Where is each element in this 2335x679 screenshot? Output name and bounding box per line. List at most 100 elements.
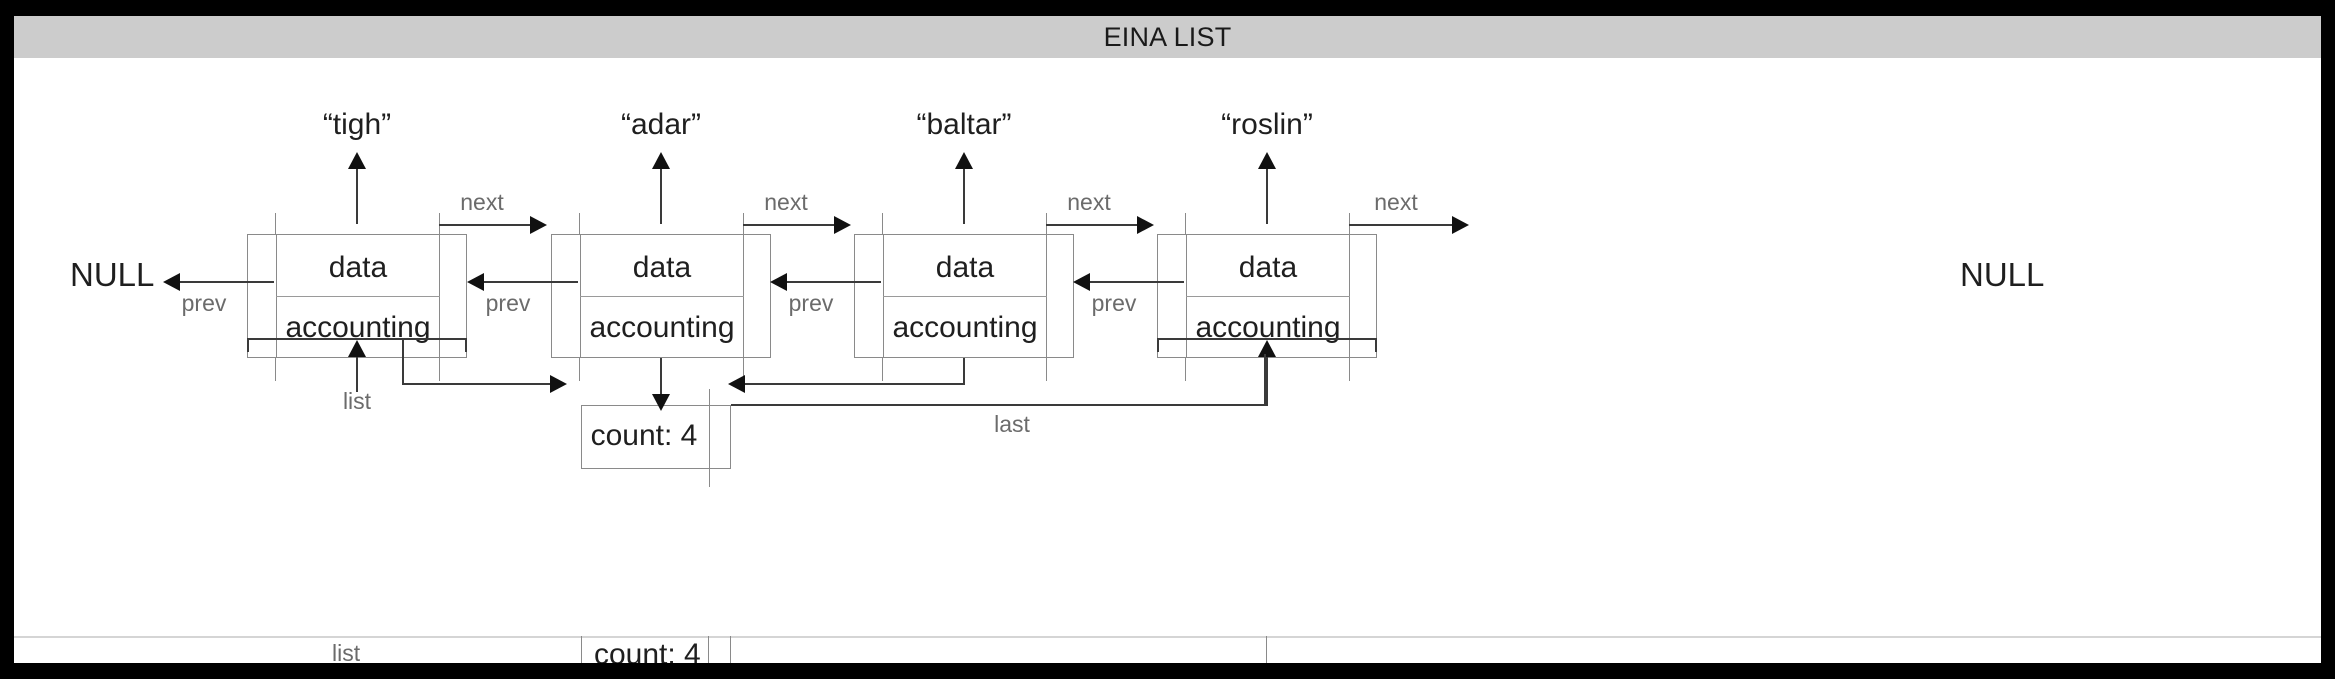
list-arrow-shaft [356,354,358,392]
list-bracket-left-tick [247,338,249,352]
next-pointer-label-1: next [460,189,504,215]
data-arrow-shaft-1 [356,166,358,224]
count-incoming-head [652,394,670,411]
list-arrow-head [348,340,366,357]
window-titlebar: EINA LIST [14,16,2321,58]
application-window: EINA LIST NULL NULL “tigh” “adar” “balta… [14,16,2321,663]
node-divider-stub-bottom-right [438,357,440,381]
node-row-divider [883,296,1047,297]
next-arrow-head-4 [1452,216,1469,234]
next-pointer-label-4: next [1374,189,1418,215]
node-divider-stub-bottom-left [274,357,276,381]
strip-box-edge-right [730,636,731,663]
node-row-divider [580,296,744,297]
prev-arrow-shaft-2 [484,281,578,283]
node-divider-stub-top-left [578,213,580,235]
head-null-label: NULL [70,256,155,293]
prev-pointer-label-1: prev [181,290,227,316]
node-row-divider [1186,296,1350,297]
strip-separator [14,636,2321,638]
list-bracket-top [247,338,467,340]
node3-count-shaft-horizontal [745,383,965,385]
count-box-divider [708,389,710,487]
node3-count-head [728,375,745,393]
next-arrow-shaft-3 [1046,224,1139,226]
data-arrow-head-4 [1258,152,1276,169]
strip-node4-edge [1266,636,1267,663]
next-arrow-shaft-4 [1349,224,1454,226]
last-pointer-label: last [994,411,1030,437]
node-string-label-1: “tigh” [322,108,392,141]
node-row-divider [276,296,440,297]
node-accounting-label: accounting [892,311,1038,344]
node-divider-stub-bottom-left [881,357,883,381]
next-pointer-label-2: next [764,189,808,215]
node-data-label: data [935,251,995,284]
node-data-label: data [632,251,692,284]
prev-pointer-label-4: prev [1091,290,1137,316]
next-arrow-head-3 [1137,216,1154,234]
data-arrow-shaft-3 [963,166,965,224]
list-node-4[interactable]: data accounting [1157,213,1377,381]
cut-off-diagram-strip: list count: 4 [14,636,2321,663]
node-cell-frame [883,233,1047,358]
node-data-label: data [1238,251,1298,284]
node-string-label-3: “baltar” [916,108,1012,141]
strip-count-label: count: 4 [594,638,701,663]
prev-arrow-head-2 [467,273,484,291]
list-node-2[interactable]: data accounting [551,213,771,381]
node-divider-stub-bottom-left [1184,357,1186,381]
last-edge-vertical [1264,354,1266,406]
data-arrow-head-2 [652,152,670,169]
strip-box-edge-left [581,636,582,663]
list-edge-horizontal [402,383,552,385]
count-incoming-shaft [660,358,662,396]
last-edge-horizontal [731,404,1266,406]
list-edge-head [550,375,567,393]
list-edge-vertical [402,338,404,385]
node3-count-shaft-vertical [963,358,965,383]
prev-arrow-head-4 [1073,273,1090,291]
prev-pointer-label-3: prev [788,290,834,316]
strip-box-edge-mid [708,636,709,663]
next-pointer-label-3: next [1067,189,1111,215]
last-arrow-head [1258,340,1276,357]
prev-arrow-head-3 [770,273,787,291]
node-string-label-2: “adar” [620,108,702,141]
diagram-canvas: NULL NULL “tigh” “adar” “baltar” “roslin… [14,58,2321,663]
prev-arrow-shaft-1 [180,281,274,283]
tail-null-label: NULL [1960,256,2045,293]
prev-arrow-shaft-3 [787,281,881,283]
prev-pointer-label-2: prev [485,290,531,316]
node-cell-frame [1186,233,1350,358]
data-arrow-shaft-4 [1266,166,1268,224]
node-cell-frame [580,233,744,358]
last-arrow-shaft [1266,354,1268,406]
list-pointer-label: list [342,388,372,414]
next-arrow-head-1 [530,216,547,234]
node-divider-stub-bottom-right [1348,357,1350,381]
next-arrow-shaft-1 [439,224,532,226]
data-arrow-head-1 [348,152,366,169]
node-divider-stub-bottom-right [742,357,744,381]
last-bracket-left-tick [1157,338,1159,352]
next-arrow-shaft-2 [743,224,836,226]
node-accounting-label: accounting [589,311,735,344]
node-divider-stub-bottom-right [1045,357,1047,381]
strip-list-label: list [332,640,361,663]
node-divider-stub-top-left [1184,213,1186,235]
prev-arrow-shaft-4 [1090,281,1184,283]
last-bracket-top [1157,338,1377,340]
node-divider-stub-top-left [274,213,276,235]
node-data-label: data [328,251,388,284]
list-node-3[interactable]: data accounting [854,213,1074,381]
next-arrow-head-2 [834,216,851,234]
data-arrow-head-3 [955,152,973,169]
node-string-label-4: “roslin” [1221,108,1313,141]
window-title: EINA LIST [1103,21,1232,52]
node-divider-stub-top-left [881,213,883,235]
list-bracket-right-tick [465,338,467,352]
prev-arrow-head-1 [163,273,180,291]
accounting-count-box[interactable]: count: 4 [581,389,731,487]
